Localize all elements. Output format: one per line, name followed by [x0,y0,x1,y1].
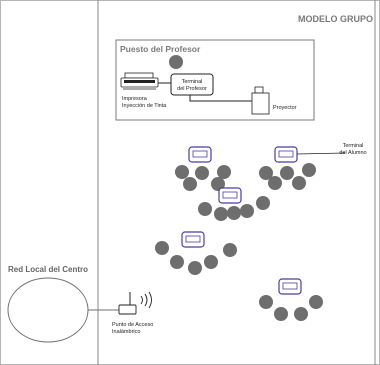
student-seat [302,163,316,177]
student-seat [274,307,288,321]
student-terminal-icon [278,278,302,295]
teacher-station-title: Puesto del Profesor [120,44,201,54]
student-terminal-label-line2: del Alumno [339,150,366,156]
student-group-2 [259,146,316,190]
student-terminal-icon [274,146,298,163]
student-seat [223,243,237,257]
printer-label-line1: Impresora [122,96,148,102]
teacher-station: Puesto del Profesor Impresora Inyección … [115,39,315,121]
student-seat [204,255,218,269]
student-terminal-icon [188,146,212,163]
teacher-seat [169,55,183,69]
diagram-title: MODELO GRUPO [298,14,373,24]
projector-cable [189,95,252,102]
student-seat [259,166,273,180]
student-seat [198,202,212,216]
student-seat [256,196,270,210]
student-seat [227,206,241,220]
teacher-terminal-label-line1: Terminal [182,79,203,85]
student-seat [195,166,209,180]
access-point-label-line1: Punto de Acceso [112,322,153,328]
access-point-icon [118,291,152,315]
student-seat [175,165,189,179]
student-seat [170,255,184,269]
projector-label: Proyector [273,105,297,111]
teacher-terminal-label-line2: del Profesor [177,86,207,92]
student-seat [214,207,228,221]
student-seat [155,241,169,255]
student-seat [240,204,254,218]
printer-label-line2: Inyección de Tinta [122,103,167,109]
student-seat [259,295,273,309]
student-group-1 [175,146,231,191]
student-seat [183,177,197,191]
local-network-cloud [7,277,89,343]
student-seat [280,166,294,180]
student-group-5 [259,278,323,321]
student-seat [294,307,308,321]
network-label: Red Local del Centro [8,265,88,274]
student-terminal-icon [218,187,242,204]
student-seat [309,295,323,309]
teacher-terminal [170,73,214,96]
student-terminal-label-line1: Terminal [343,143,364,149]
student-group-3 [198,187,270,221]
student-seat [292,176,306,190]
access-point-label-line2: Inalámbrico [112,329,140,335]
projector-icon [251,86,270,115]
student-seat [268,176,282,190]
student-terminal-icon [181,231,205,248]
student-seat [188,261,202,275]
student-group-4 [155,231,237,275]
student-seat [217,165,231,179]
printer-icon [120,72,159,90]
student-terminal-callout-line [296,152,346,155]
